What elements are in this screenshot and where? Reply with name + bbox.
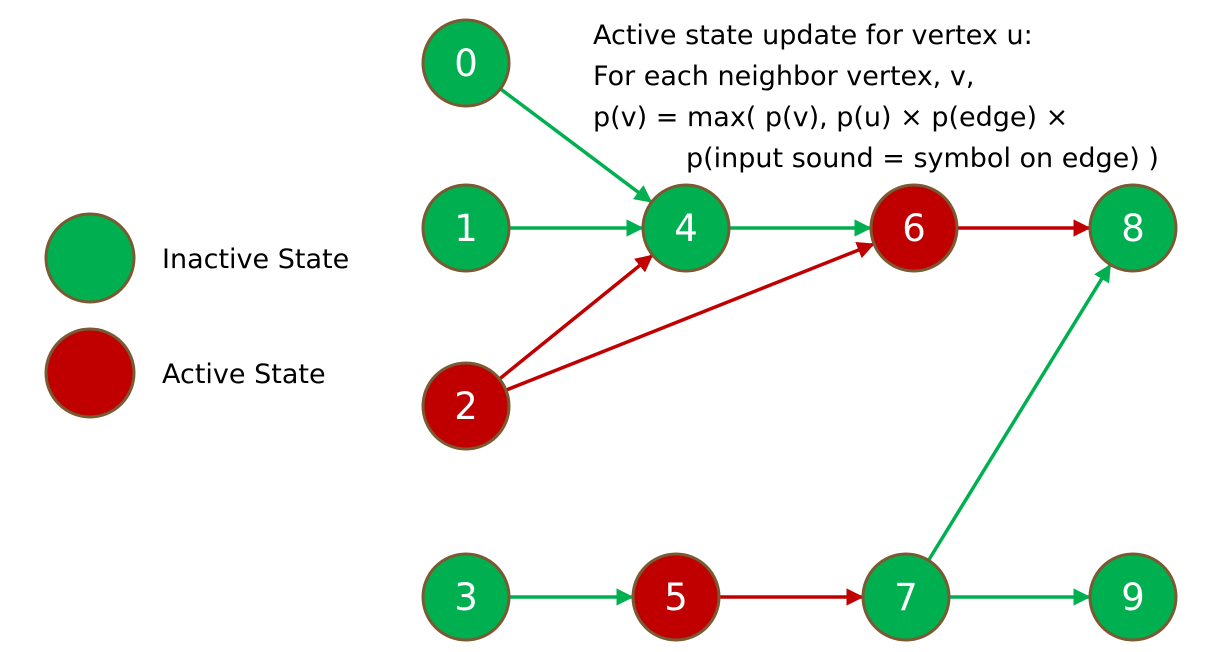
node-4: 4 bbox=[641, 183, 731, 273]
node-7-label: 7 bbox=[894, 576, 918, 619]
node-9-label: 9 bbox=[1121, 576, 1145, 619]
node-6: 6 bbox=[869, 183, 959, 273]
node-8-circle bbox=[1088, 183, 1178, 273]
node-6-label: 6 bbox=[902, 207, 926, 250]
legend: Inactive State Active State bbox=[44, 212, 349, 419]
node-0-circle bbox=[421, 18, 511, 108]
node-8: 8 bbox=[1088, 183, 1178, 273]
node-4-label: 4 bbox=[674, 207, 698, 250]
edge-7-to-8 bbox=[927, 263, 1112, 562]
legend-inactive-label: Inactive State bbox=[162, 244, 349, 275]
node-7-circle bbox=[861, 552, 951, 642]
edges bbox=[498, 87, 1112, 606]
update-rule-note: Active state update for vertex u: For ea… bbox=[593, 20, 1159, 174]
legend-active-swatch bbox=[44, 327, 136, 419]
edge-2-to-4 bbox=[498, 254, 654, 381]
note-line-2: For each neighbor vertex, v, bbox=[593, 61, 974, 92]
node-8-label: 8 bbox=[1121, 207, 1145, 250]
node-0: 0 bbox=[421, 18, 511, 108]
edge-2-to-6 bbox=[505, 241, 875, 392]
note-line-1: Active state update for vertex u: bbox=[593, 20, 1033, 51]
edge-0-to-4 bbox=[499, 87, 653, 204]
node-9-circle bbox=[1088, 552, 1178, 642]
node-0-label: 0 bbox=[454, 42, 478, 85]
legend-active-label: Active State bbox=[162, 359, 326, 390]
node-5-circle bbox=[631, 552, 721, 642]
node-3-circle bbox=[421, 552, 511, 642]
node-1: 1 bbox=[421, 183, 511, 273]
node-5-label: 5 bbox=[664, 576, 688, 619]
node-2: 2 bbox=[421, 361, 511, 451]
node-1-circle bbox=[421, 183, 511, 273]
nodes: 0 1 2 3 4 5 6 7 8 9 bbox=[421, 18, 1178, 642]
node-3-label: 3 bbox=[454, 576, 478, 619]
legend-inactive-swatch bbox=[44, 212, 136, 304]
node-5: 5 bbox=[631, 552, 721, 642]
node-3: 3 bbox=[421, 552, 511, 642]
node-7: 7 bbox=[861, 552, 951, 642]
node-2-circle bbox=[421, 361, 511, 451]
node-4-circle bbox=[641, 183, 731, 273]
note-line-4: p(input sound = symbol on edge) ) bbox=[686, 143, 1159, 174]
note-line-3: p(v) = max( p(v), p(u) × p(edge) × bbox=[593, 102, 1068, 133]
node-1-label: 1 bbox=[454, 207, 478, 250]
node-6-circle bbox=[869, 183, 959, 273]
node-9: 9 bbox=[1088, 552, 1178, 642]
node-2-label: 2 bbox=[454, 385, 478, 428]
